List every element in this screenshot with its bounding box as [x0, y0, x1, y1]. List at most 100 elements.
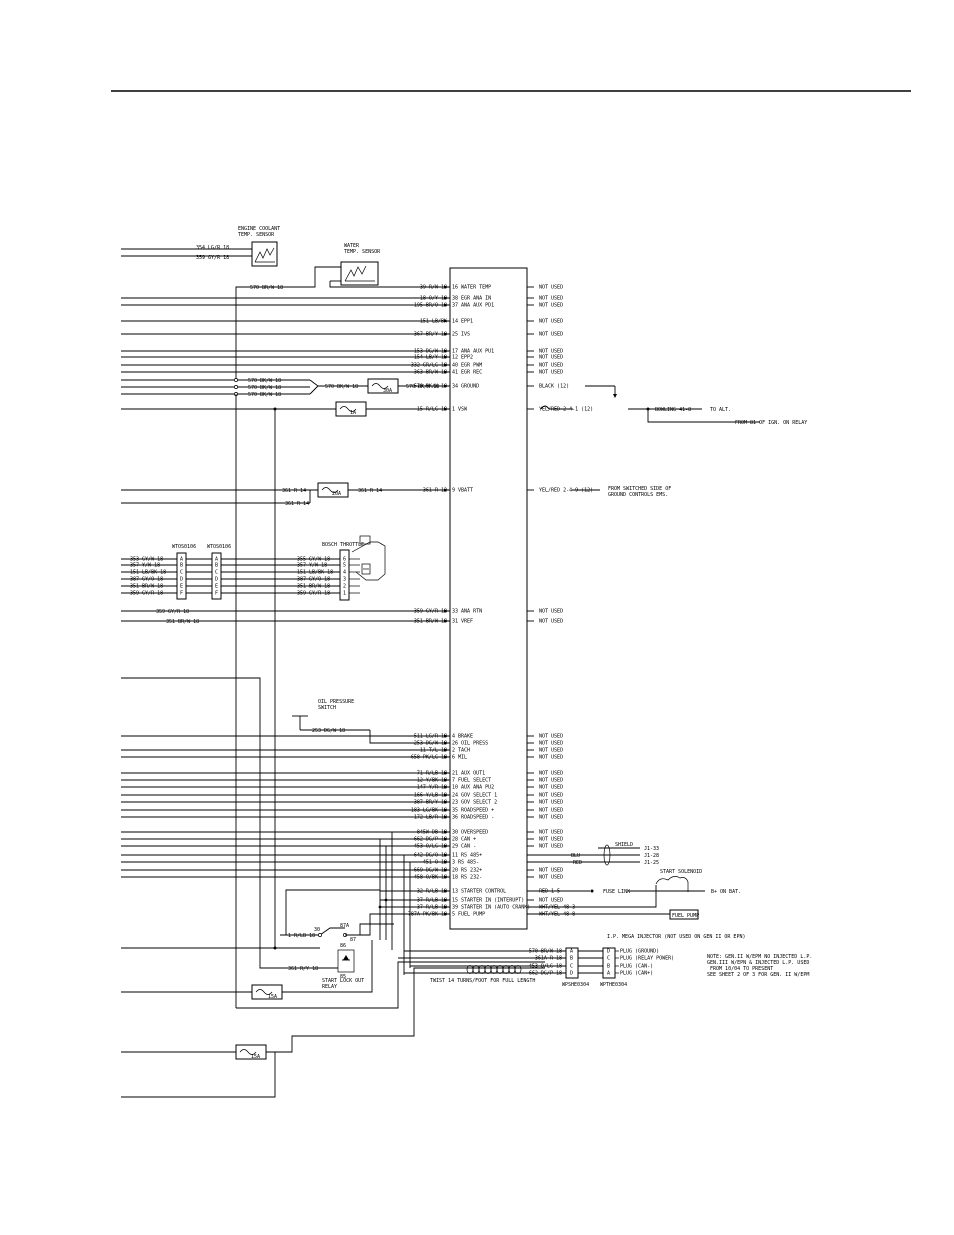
- ecm-wire-label: 153 DG/W 18: [414, 349, 447, 355]
- throttle-pin: 2: [343, 584, 346, 590]
- ecm-right-label: WHT/YEL 48-8: [539, 912, 575, 918]
- mega-wire: 570 BR/W 18: [529, 949, 562, 955]
- throttle-conn1-letter: F: [180, 591, 183, 597]
- ecm-wire-label: 172 LB/R 18: [414, 815, 447, 821]
- ecm-right-label: NOT USED: [539, 363, 563, 369]
- ecm-pin-label: 37 ANA AUX PD1: [452, 303, 494, 309]
- fuse-15a-relay: [251, 984, 283, 1000]
- can-bus-right: BLU RED SHIELD J1-33 J1-28 J1-25: [527, 842, 659, 866]
- vbatt-wire-2: 361 R 14: [358, 488, 382, 494]
- ecm-wire-label: 642 DG/O 18: [414, 853, 447, 859]
- ecm-right-label: NOT USED: [539, 815, 563, 821]
- ecm-pin-label: 23 GOV SELECT 2: [452, 800, 497, 806]
- mega-injector-section: I.P. MEGA INJECTOR (NOT USED ON GEN II O…: [398, 934, 812, 988]
- mega-conn1-letter: B: [570, 956, 573, 962]
- relay-wire-1: 1 R/LB 18: [288, 933, 315, 939]
- ecm-right-label: NOT USED: [539, 355, 563, 361]
- ecm-right-label: NOT USED: [539, 619, 563, 625]
- ecm-pin-label: 20 RS 232+: [452, 868, 482, 874]
- fuse-20a-label: 20A: [332, 491, 341, 497]
- ana-rtn-left-wire: 359 GY/R 18: [156, 609, 189, 615]
- ecm-wire-label: 367 BR/Y 18: [414, 332, 447, 338]
- fuse-15a-relay-label: 15A: [268, 994, 277, 1000]
- ecm-pin-label: 40 EGR PWM: [452, 363, 482, 369]
- fuse-link-label: FUSE LINK: [603, 889, 630, 895]
- ecm-right-label: YEL/RED 2-4-1 (12): [539, 407, 593, 413]
- ecm-right-label: NOT USED: [539, 285, 563, 291]
- mega-pin-desc: PLUG (CAN-): [620, 964, 653, 970]
- mega-title: I.P. MEGA INJECTOR (NOT USED ON GEN II O…: [607, 934, 745, 940]
- ecm-right-label: NOT USED: [539, 296, 563, 302]
- throttle-mid-wire: 151 LB/BK 18: [297, 570, 333, 576]
- ground-bundle: 570 BK/W 18 570 BK/W 18 570 BK/W 18 570 …: [121, 378, 450, 1008]
- ecm-right-label: NOT USED: [539, 332, 563, 338]
- ecm-wire-label: 37 R/LB 18: [417, 905, 447, 911]
- ground-wire-2: 570 BK/W 18: [248, 385, 281, 391]
- ecm-wire-label: 658 PK/LG 18: [411, 755, 447, 761]
- ecm-wire-label: 332 GR/LG 18: [411, 363, 447, 369]
- ecm-pin-label: 13 STARTER CONTROL: [452, 889, 506, 895]
- relay-wire-4: 361 R/Y 18: [288, 966, 318, 972]
- ecm-wire-label: 166 Y/LB 18: [414, 793, 447, 799]
- throttle-left-wire: 357 Y/W 18: [130, 563, 160, 569]
- ecm-right-label: NOT USED: [539, 898, 563, 904]
- mega-conn2-letter: D: [607, 949, 610, 955]
- ecm-right-label: NOT USED: [539, 808, 563, 814]
- throttle-left-wire: 359 GY/R 18: [130, 591, 163, 597]
- ecm-wire-label: 845W DB 18: [417, 830, 447, 836]
- mega-pin-desc: PLUG (RELAY POWER): [620, 956, 674, 962]
- fuel-pump-box: [669, 909, 699, 920]
- can-red: RED: [573, 860, 582, 866]
- ecm-pin-label: 39 STARTER IN (AUTO CRANK): [452, 905, 530, 911]
- ecm-right-label: NOT USED: [539, 349, 563, 355]
- vbatt-wire-1: 361 R 14: [282, 488, 306, 494]
- relay-pin-30: 30: [314, 927, 320, 933]
- ecm-right-label: NOT USED: [539, 771, 563, 777]
- ecm-right-label: NOT USED: [539, 755, 563, 761]
- throttle-pin: 6: [343, 557, 346, 563]
- ecm-wire-label: 183 LG/BK 18: [411, 808, 447, 814]
- vbatt-feed: 361 R 14 361 R 14 20A 361 R 14: [121, 482, 450, 507]
- ecm-right-label: RED 1-5: [539, 889, 560, 895]
- throttle-conn2-letter: B: [215, 563, 218, 569]
- ground-wire-1: 570 BK/W 18: [248, 378, 281, 384]
- ecm-pin-label: 25 IVS: [452, 332, 470, 338]
- mega-wire: 453 O/LG 18: [529, 964, 562, 970]
- alt-junction: BOWLING 41-8: [655, 407, 691, 413]
- relay-pin-86: 86: [340, 943, 346, 949]
- mega-conn1-letter: A: [570, 949, 573, 955]
- throttle-conn2-letter: D: [215, 577, 218, 583]
- ecm-right-label: NOT USED: [539, 844, 563, 850]
- ecm-right-label: NOT USED: [539, 868, 563, 874]
- ecm-wire-label: 363 BR/W 18: [414, 370, 447, 376]
- ecm-wire-label: 787A PK/BK 18: [408, 912, 447, 918]
- ecm-right-label: BLACK (12): [539, 384, 569, 390]
- ecm-right-label: NOT USED: [539, 748, 563, 754]
- throttle-pin: 4: [343, 570, 346, 576]
- ecm-wire-label: 71 R/LB 18: [417, 771, 447, 777]
- ecm-pin-label: 12 EPP2: [452, 355, 473, 361]
- ecm-right-label: NOT USED: [539, 303, 563, 309]
- ecm-pin-label: 14 EPP1: [452, 319, 473, 325]
- ecm-pin-label: 31 VREF: [452, 619, 473, 625]
- mega-conn2-letter: B: [607, 964, 610, 970]
- ground-splice-wire: 570 BK/W 18: [325, 384, 358, 390]
- ecm-wire-label: 387 BR/Y 18: [414, 800, 447, 806]
- relay-pin-87: 87: [350, 937, 356, 943]
- ecm-right-label: NOT USED: [539, 830, 563, 836]
- throttle-section: WTOS0106 WTOS0106 BOSCH THROTTLE 359 GY/…: [121, 535, 450, 625]
- start-lockout-relay: 1 R/LB 18 87A 30 87 86 85 361 R/Y 18 STA…: [280, 889, 450, 990]
